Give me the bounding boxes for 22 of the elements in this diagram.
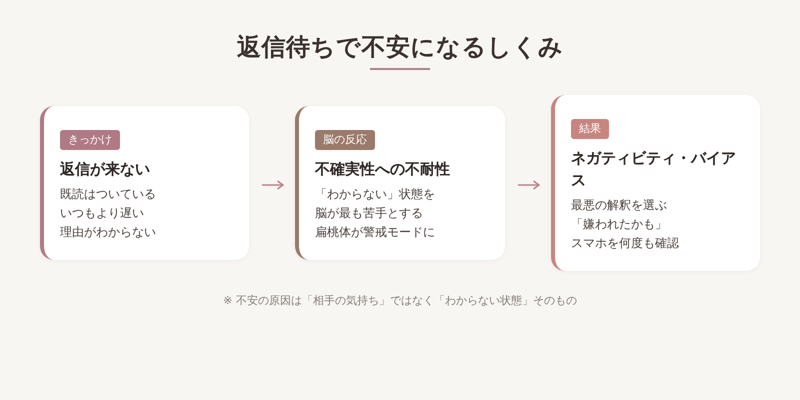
card-text: 「わからない」状態を [315, 186, 436, 203]
card-text: 既読はついている [60, 186, 157, 203]
card-text: 理由がわからない [60, 224, 157, 241]
step-card [551, 95, 760, 271]
arrow [262, 180, 284, 190]
card-text: いつもより遅い [60, 205, 145, 222]
step-card [40, 106, 249, 260]
category-tag: 脳の反応 [315, 130, 375, 150]
category-tag: 結果 [571, 119, 609, 139]
card-text: 「嫌われたかも」 [571, 216, 668, 233]
diagram-title: 返信待ちで不安になるしくみ [236, 31, 564, 63]
card-text: スマホを何度も確認 [571, 235, 680, 252]
category-tag: きっかけ [60, 130, 120, 150]
step-card [295, 106, 505, 260]
card-heading: ネガティビティ・バイアス [571, 148, 737, 191]
footnote: ※ 不安の原因は「相手の気持ち」ではなく「わからない状態」そのもの [223, 293, 577, 309]
card-heading: 返信が来ない [60, 159, 151, 180]
card-text: 扁桃体が警戒モードに [315, 224, 436, 241]
arrow [518, 180, 540, 190]
card-heading: 不確実性への不耐性 [315, 159, 451, 180]
card-text: 最悪の解釈を選ぶ [571, 197, 668, 214]
card-text: 脳が最も苦手とする [315, 205, 424, 222]
